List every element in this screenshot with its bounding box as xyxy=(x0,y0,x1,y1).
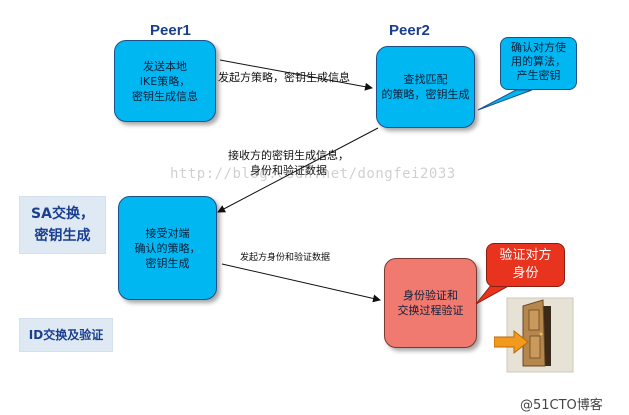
peer1-send-box: 发送本地 IKE策略， 密钥生成信息 xyxy=(114,40,216,122)
arrow-peer1-to-auth xyxy=(221,263,381,303)
confirm-callout: 确认对方使 用的算法， 产生密钥 xyxy=(500,37,577,90)
peer1-accept-box: 接受对端 确认的策略， 密钥生成 xyxy=(118,196,217,300)
peer2-match-box: 查找匹配 的策略，密钥生成 xyxy=(376,46,475,128)
watermark: http://blog.csdn.net/dongfei2033 xyxy=(170,166,456,182)
confirm-callout-tail xyxy=(477,89,533,111)
arrow-peer1-to-peer2 xyxy=(219,59,373,91)
verify-callout: 验证对方 身份 xyxy=(486,243,565,287)
arrow-peer2-to-peer1 xyxy=(217,127,379,213)
orange-arrow-icon xyxy=(494,330,529,354)
arrow2-label: 接收方的密钥生成信息， 身份和验证数据 xyxy=(228,149,349,177)
peer1-title: Peer1 xyxy=(150,22,191,39)
arrow3-label: 发起方身份和验证数据 xyxy=(240,253,331,263)
arrow1-label: 发起方策略，密钥生成信息 xyxy=(218,71,350,84)
id-exchange-label: ID交换及验证 xyxy=(19,318,113,352)
peer2-title: Peer2 xyxy=(389,22,430,39)
footer-credit: @51CTO博客 xyxy=(520,398,603,413)
peer2-auth-box: 身份验证和 交换过程验证 xyxy=(384,258,477,348)
sa-exchange-label: SA交换， 密钥生成 xyxy=(19,196,106,254)
